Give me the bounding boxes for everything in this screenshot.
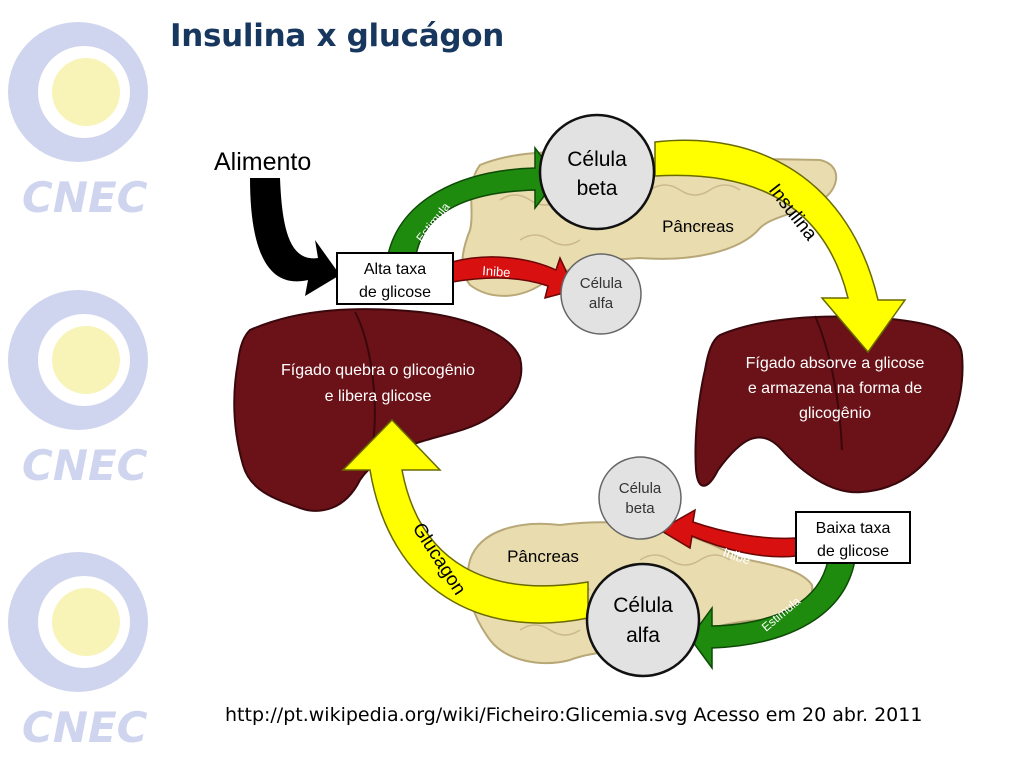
cnec-logo-middle: CNEC <box>8 290 148 490</box>
low-glucose-box <box>795 511 911 564</box>
high-glucose-line-1: Alta taxa <box>364 261 426 278</box>
alpha-cell-bottom <box>585 562 701 678</box>
glucagon-arrow <box>341 418 589 624</box>
liver-right-line-3: glicogênio <box>799 405 871 422</box>
beta-cell-top <box>538 113 656 231</box>
food-label: Alimento <box>214 148 311 176</box>
beta-cell-top-line-1: Célula <box>567 148 627 171</box>
logo-text: CNEC <box>22 173 148 222</box>
alpha-cell-top-line-2: alfa <box>589 295 614 312</box>
beta-cell-bottom-line-1: Célula <box>619 480 662 497</box>
low-glucose-line-1: Baixa taxa <box>816 520 891 537</box>
logo-sun <box>52 58 120 126</box>
food-arrow <box>250 178 340 296</box>
liver-left-line-2: e libera glicose <box>325 388 432 405</box>
high-glucose-line-2: de glicose <box>359 284 431 301</box>
insulin-arrow <box>654 139 907 354</box>
source-citation: http://pt.wikipedia.org/wiki/Ficheiro:Gl… <box>225 704 923 726</box>
alpha-cell-top <box>560 253 642 335</box>
stimulate-arrow-bottom <box>689 559 856 671</box>
logo-text: CNEC <box>22 703 148 752</box>
beta-cell-top-line-2: beta <box>577 177 618 200</box>
logo-text: CNEC <box>22 441 148 490</box>
beta-cell-bottom-line-2: beta <box>625 500 655 517</box>
logo-sun <box>52 326 120 394</box>
alpha-cell-bottom-line-1: Célula <box>613 594 673 617</box>
high-glucose-box <box>336 252 454 305</box>
pancreas-bottom-label: Pâncreas <box>507 547 579 566</box>
pancreas-top-label: Pâncreas <box>662 217 734 236</box>
alpha-cell-bottom-line-2: alfa <box>626 624 660 647</box>
low-glucose-line-2: de glicose <box>817 543 889 560</box>
beta-cell-bottom <box>598 456 682 540</box>
cnec-logo-bottom: CNEC <box>8 552 148 752</box>
liver-right-line-1: Fígado absorve a glicose <box>746 355 925 372</box>
alpha-cell-top-line-1: Célula <box>580 275 623 292</box>
liver-right-line-2: e armazena na forma de <box>748 380 922 397</box>
inhibit-arrow-bottom <box>658 508 797 558</box>
inhibit-label-top: Inibe <box>482 263 511 280</box>
slide-title: Insulina x glucágon <box>170 18 504 54</box>
liver-right <box>694 315 964 494</box>
logo-sun <box>52 588 120 656</box>
cnec-logo-top: CNEC <box>8 22 148 222</box>
liver-left-line-1: Fígado quebra o glicogênio <box>281 362 475 379</box>
